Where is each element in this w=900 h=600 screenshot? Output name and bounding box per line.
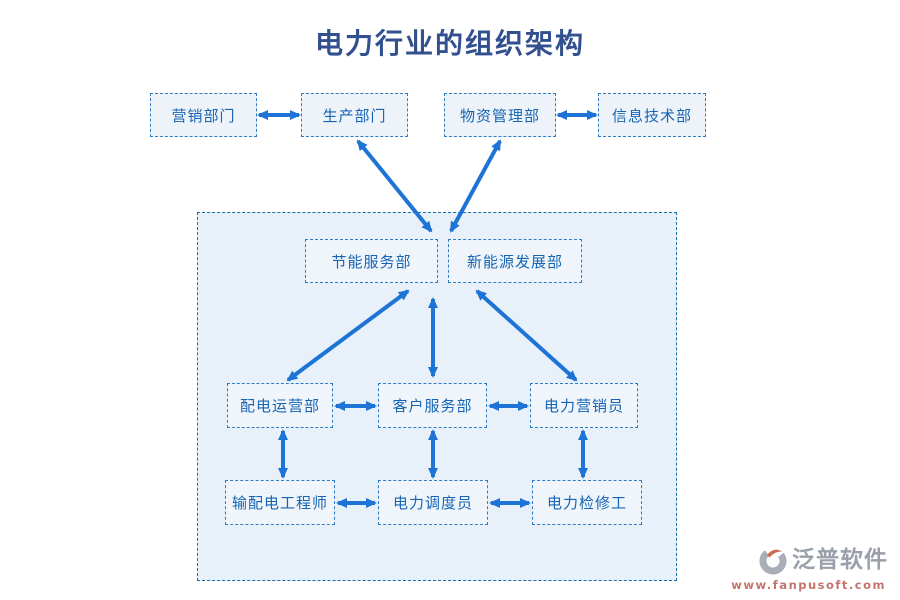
page-title: 电力行业的组织架构 — [314, 27, 585, 60]
watermark: 泛普软件 www.fanpusoft.com — [731, 544, 888, 592]
node-power-marketer: 电力营销员 — [530, 383, 638, 428]
node-new-energy-development-dept: 新能源发展部 — [448, 239, 582, 283]
watermark-brand-name: 泛普软件 — [792, 546, 888, 573]
node-information-technology-dept: 信息技术部 — [598, 93, 706, 137]
node-energy-saving-service-dept: 节能服务部 — [305, 239, 438, 283]
watermark-url: www.fanpusoft.com — [731, 578, 886, 592]
node-customer-service-dept: 客户服务部 — [378, 383, 487, 428]
node-marketing-dept: 营销部门 — [150, 93, 257, 137]
node-power-maintenance-worker: 电力检修工 — [532, 480, 642, 525]
node-production-dept: 生产部门 — [301, 93, 408, 137]
node-power-dispatcher: 电力调度员 — [378, 480, 488, 525]
node-transmission-distribution-engineer: 输配电工程师 — [225, 480, 335, 525]
fanpu-logo-icon — [759, 547, 787, 575]
node-materials-management-dept: 物资管理部 — [444, 93, 556, 137]
node-distribution-operations-dept: 配电运营部 — [227, 383, 333, 428]
